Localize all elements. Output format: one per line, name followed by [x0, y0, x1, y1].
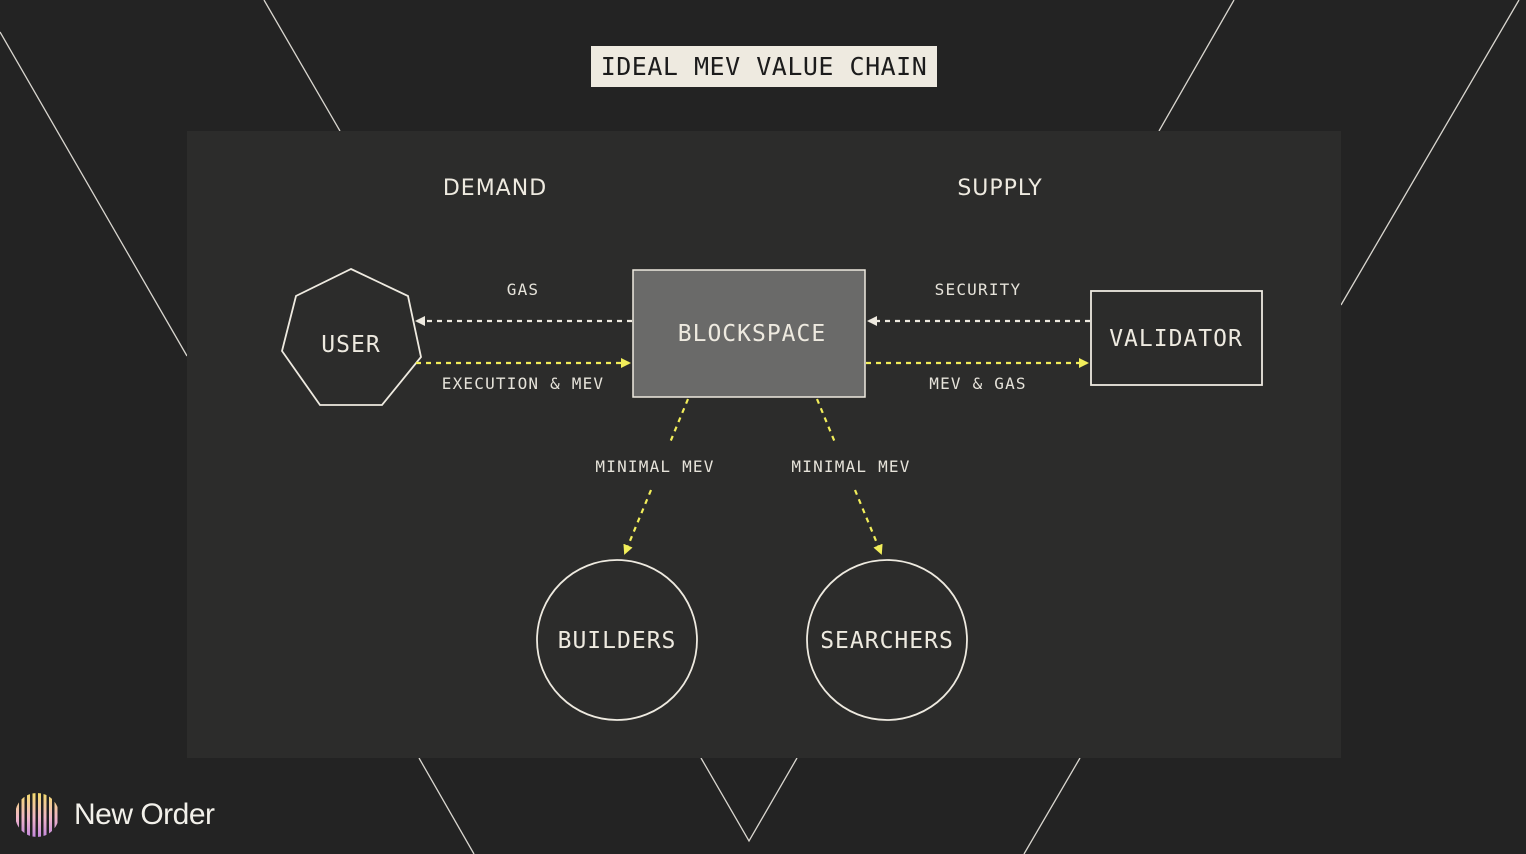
searchers-node: SEARCHERS	[806, 559, 968, 721]
supply-label: SUPPLY	[957, 176, 1042, 201]
bg-line	[700, 757, 798, 843]
brand: New Order	[14, 788, 215, 842]
validator-node: VALIDATOR	[1090, 290, 1263, 386]
execution-mev-label: EXECUTION & MEV	[442, 374, 605, 393]
minimal-mev-builders-label: MINIMAL MEV	[595, 457, 714, 476]
striped-circle-logo-icon	[16, 793, 58, 837]
bg-line	[1023, 757, 1081, 854]
blockspace-node: BLOCKSPACE	[632, 269, 866, 398]
blockspace-box	[632, 269, 866, 398]
bg-line	[1158, 0, 1235, 132]
bg-line	[418, 757, 475, 854]
minimal-mev-builders-arrow	[623, 489, 653, 555]
validator-box	[1090, 290, 1263, 386]
diagram-panel	[187, 131, 1341, 758]
builders-label: BUILDERS	[558, 628, 677, 654]
bg-line	[1340, 0, 1520, 306]
minimal-mev-builders-arrow-top	[667, 398, 690, 446]
builders-node: BUILDERS	[536, 559, 698, 721]
bg-line	[0, 31, 188, 357]
bg-line	[263, 0, 341, 132]
demand-label: DEMAND	[443, 176, 547, 201]
user-heptagon	[281, 268, 422, 406]
mev-gas-label: MEV & GAS	[929, 374, 1027, 393]
user-label: USER	[321, 332, 380, 358]
searchers-circle	[806, 559, 968, 721]
page-title: IDEAL MEV VALUE CHAIN	[591, 46, 937, 87]
searchers-label: SEARCHERS	[820, 628, 954, 654]
user-node: USER	[281, 268, 422, 406]
minimal-mev-searchers-arrow	[853, 489, 883, 555]
blockspace-label: BLOCKSPACE	[678, 321, 826, 347]
brand-name: New Order	[74, 798, 215, 831]
builders-circle	[536, 559, 698, 721]
minimal-mev-searchers-label: MINIMAL MEV	[791, 457, 910, 476]
validator-label: VALIDATOR	[1109, 326, 1243, 352]
minimal-mev-searchers-arrow-top	[815, 398, 838, 446]
security-label: SECURITY	[935, 280, 1022, 299]
gas-label: GAS	[507, 280, 540, 299]
